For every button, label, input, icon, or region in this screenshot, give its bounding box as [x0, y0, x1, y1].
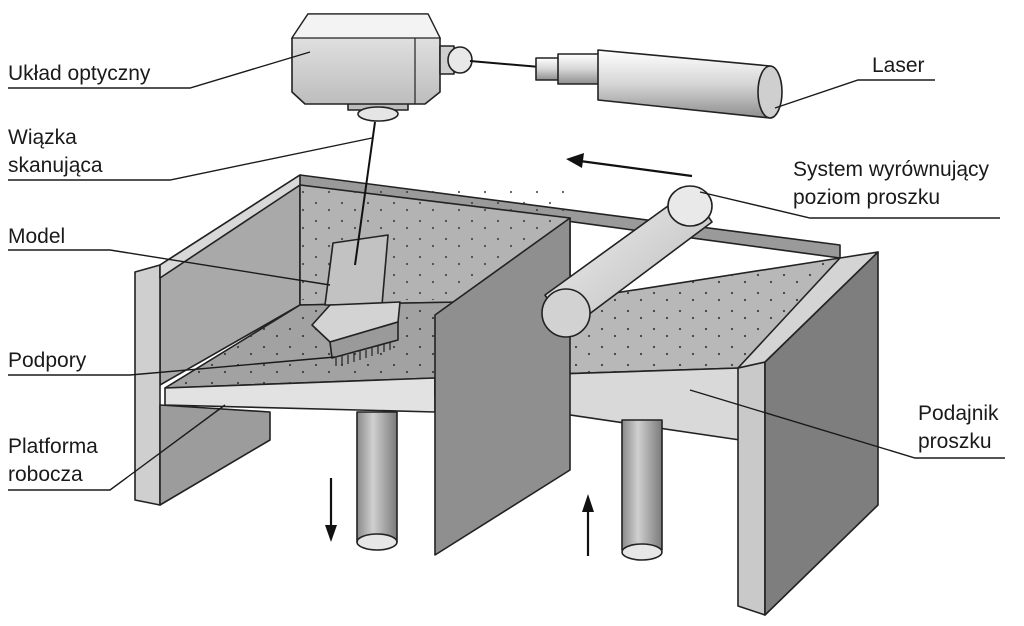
label-feeder-line1: Podajnik [918, 402, 999, 425]
label-scanning-beam-line1: Wiązka [8, 126, 77, 149]
scanning-laser-beam [354, 121, 376, 266]
laser-source [535, 49, 783, 119]
feeder-piston-end [621, 543, 663, 561]
machine-right-wall-top [737, 251, 879, 369]
leader-model [8, 249, 331, 286]
build-piston [356, 411, 398, 543]
build-platform-down-arrow [325, 478, 337, 542]
label-model: Model [8, 225, 65, 248]
label-leveler-line1: System wyrównujący [793, 158, 990, 181]
optical-system [290, 13, 473, 122]
central-divider-wall [434, 217, 571, 556]
label-optical-system: Układ optyczny [8, 62, 151, 85]
leader-laser [774, 79, 935, 109]
support-structures [335, 342, 391, 366]
model-part [311, 234, 401, 359]
label-laser: Laser [872, 54, 925, 77]
leader-supports [8, 356, 336, 376]
leader-feeder [689, 389, 1005, 459]
build-piston-end [356, 533, 398, 551]
leader-beam [8, 137, 373, 181]
label-leveler-line2: poziom proszku [793, 186, 940, 209]
feeder-up-arrow [582, 494, 594, 556]
label-feeder-line2: proszku [918, 430, 992, 453]
recoater-roller [541, 185, 713, 338]
label-platform-line1: Platforma [8, 435, 98, 458]
laser-beam [469, 60, 541, 68]
label-platform-line2: robocza [8, 463, 83, 486]
feeder-piston [621, 419, 663, 551]
recoater-direction-arrow [566, 153, 693, 178]
machine-right-wall-front [737, 361, 766, 616]
leader-optics [8, 51, 311, 89]
leader-leveler [699, 191, 1000, 219]
label-scanning-beam-line2: skanująca [8, 154, 103, 177]
label-supports: Podpory [8, 349, 87, 372]
machine-left-leg [159, 404, 271, 506]
leader-platform [8, 404, 226, 491]
machine-left-wall-side [159, 174, 301, 279]
